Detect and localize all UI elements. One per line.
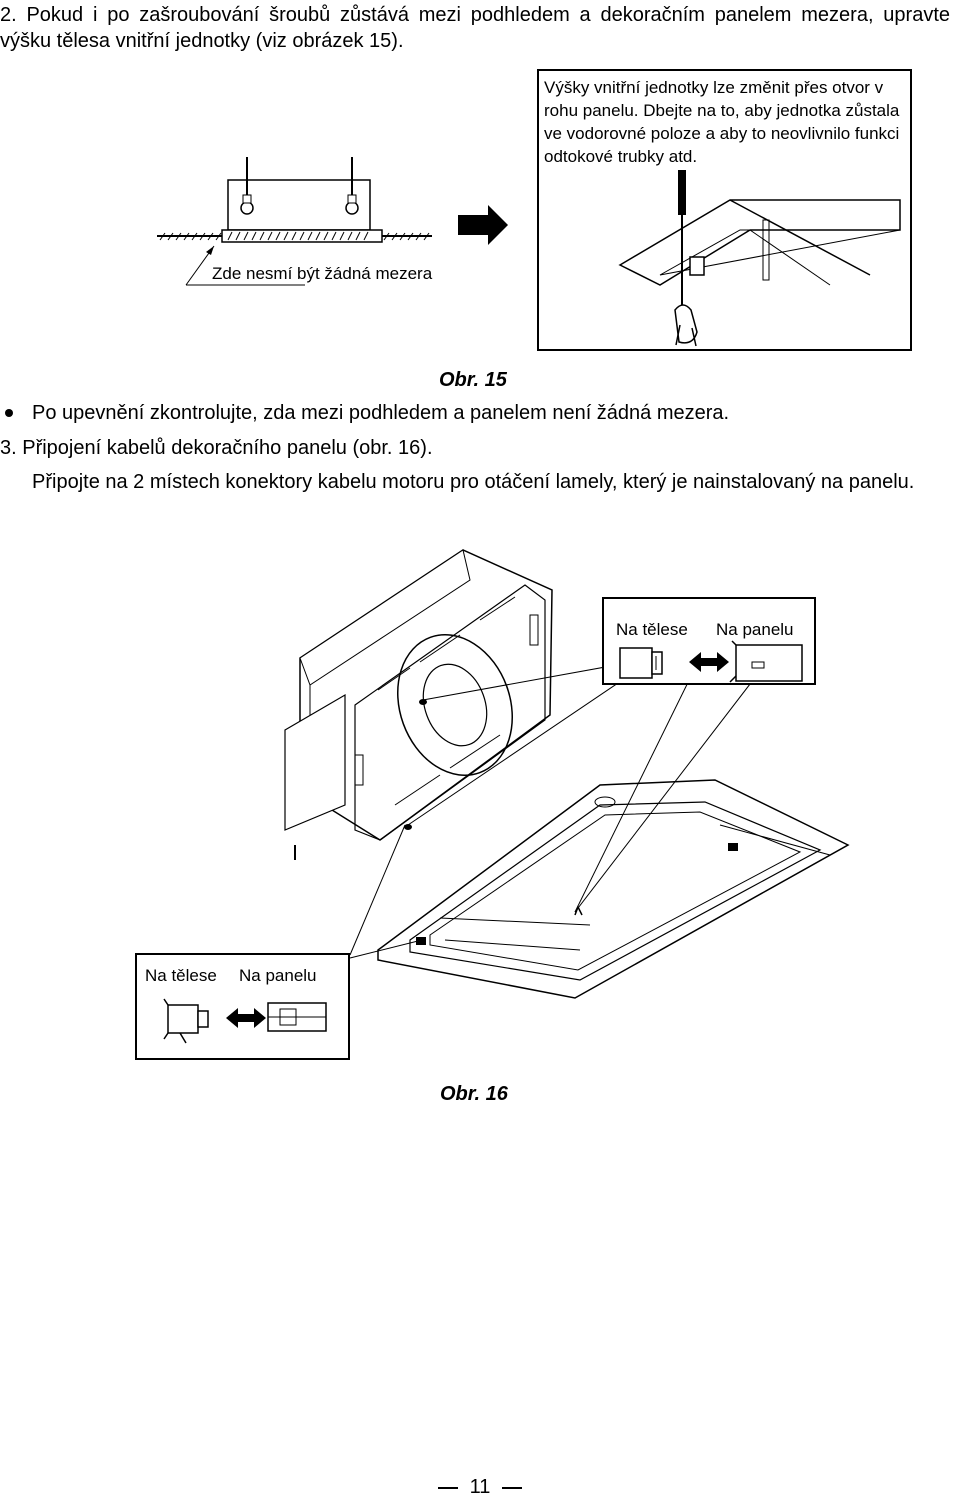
fig16-bottom-label-body: Na tělese (145, 966, 217, 985)
fig15-note-text: Výšky vnitřní jednotky lze změnit přes o… (544, 78, 900, 166)
step2-paragraph: 2. Pokud i po zašroubování šroubů zůstáv… (0, 2, 950, 54)
fig16-bottom-label-panel: Na panelu (239, 966, 317, 985)
page-number-line: 11 (430, 1474, 530, 1500)
bullet-icon (5, 409, 13, 417)
fig16-top-label-panel: Na panelu (716, 620, 794, 639)
fig15-gap-label: Zde nesmí být žádná mezera (212, 264, 433, 283)
fig15-panel-corner-illustration (618, 170, 901, 347)
fig16-caption: Obr. 16 (440, 1083, 508, 1105)
fig15-ceiling-diagram (157, 157, 432, 286)
page-dash-right (501, 1486, 522, 1489)
step3-paragraph: Připojte na 2 místech konektory kabelu m… (32, 469, 950, 495)
bullet-text: Po upevnění zkontrolujte, zda mezi podhl… (32, 402, 730, 424)
right-arrow-icon (458, 205, 508, 245)
step3-text: Připojte na 2 místech konektory kabelu m… (32, 471, 915, 493)
step3-title: 3. Připojení kabelů dekoračního panelu (… (0, 437, 433, 459)
fig16-unit-illustration (284, 549, 850, 999)
step2-text: 2. Pokud i po zašroubování šroubů zůstáv… (0, 4, 950, 52)
double-arrow-icon (226, 1008, 266, 1028)
fig16-top-connectors (619, 640, 803, 683)
page-number: 11 (469, 1476, 491, 1498)
fig15-note-box (537, 69, 912, 351)
fig15-caption: Obr. 15 (439, 369, 507, 391)
fig16-bottom-connectors (163, 998, 327, 1044)
fig16-top-label-body: Na tělese (616, 620, 688, 639)
page-dash-left (438, 1486, 459, 1489)
double-arrow-icon (689, 652, 729, 672)
